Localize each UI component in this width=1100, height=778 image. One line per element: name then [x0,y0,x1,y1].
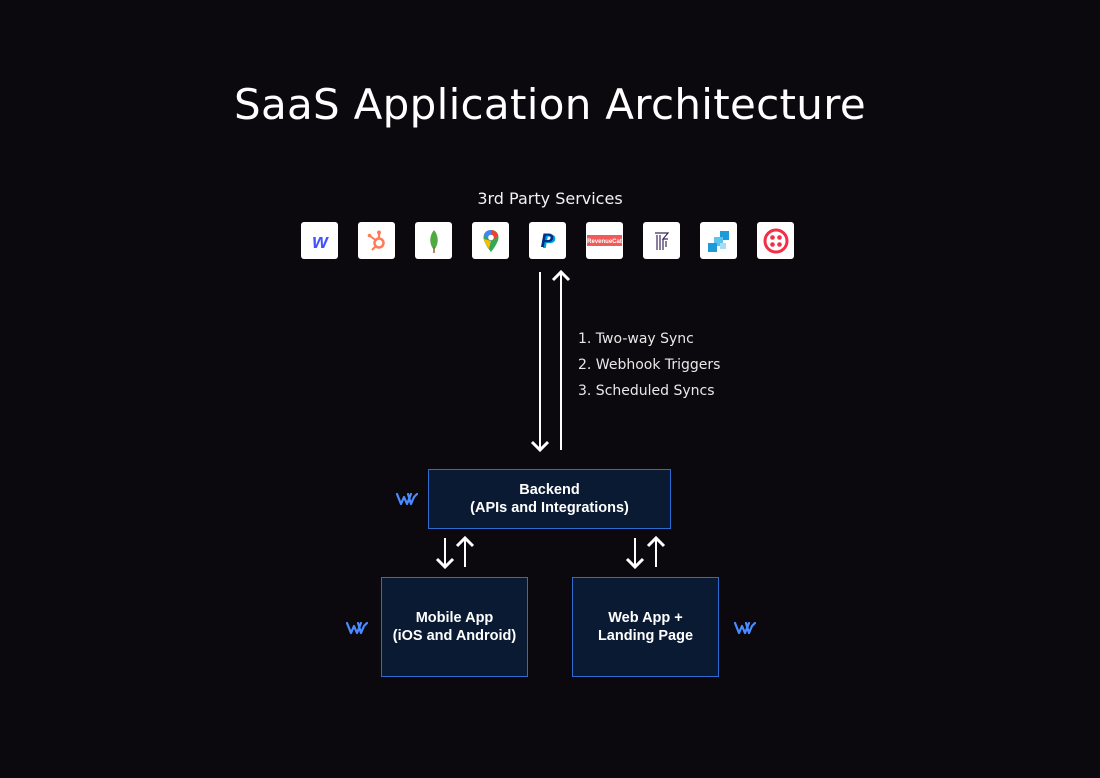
sync-steps-list: 1. Two-way Sync 2. Webhook Triggers 3. S… [578,326,720,404]
mongodb-icon [429,229,438,253]
web-app-box: Web App + Landing Page [572,577,719,677]
web-app-subtitle: Landing Page [597,628,694,644]
svg-text:RevenueCat: RevenueCat [587,239,622,245]
squares-logo [700,222,737,259]
svg-text:P: P [540,231,553,252]
backend-title: Backend [519,482,580,498]
mobile-app-title: Mobile App [415,610,494,626]
svg-text:P: P [542,232,555,253]
backend-mobile-arrows [435,535,475,570]
backend-box: Backend (APIs and Integrations) [428,469,671,529]
sync-step: 3. Scheduled Syncs [578,383,715,399]
revenuecat-logo: RevenueCat [586,222,623,259]
mongodb-logo [415,222,452,259]
google-maps-logo [472,222,509,259]
hubspot-icon [367,230,385,251]
backend-subtitle: (APIs and Integrations) [470,500,629,516]
squares-icon [707,230,729,252]
backend-web-arrows [625,535,666,570]
hubspot-logo [358,222,395,259]
google-maps-icon [483,229,498,252]
sync-step: 1. Two-way Sync [578,331,694,347]
services-backend-arrows [530,269,571,453]
twilio-logo [757,222,794,259]
sync-step: 2. Webhook Triggers [578,357,721,373]
svg-text:w: w [312,231,329,253]
webflow-badge-icon [396,492,418,506]
revenuecat-icon: RevenueCat [587,235,622,246]
webflow-badge-icon [346,621,368,635]
webflow-icon: w [312,231,329,253]
third-party-services-label: 3rd Party Services [477,189,623,208]
webflow-badge-icon [734,621,756,635]
third-party-logo-row: w P P [301,222,794,259]
webflow-logo: w [301,222,338,259]
web-app-title: Web App + [608,610,683,626]
mobile-app-box: Mobile App (iOS and Android) [381,577,528,677]
mobile-app-subtitle: (iOS and Android) [392,628,517,644]
paypal-icon: P P [540,231,555,253]
stripe-like-icon [654,231,669,250]
paypal-logo: P P [529,222,566,259]
page-title: SaaS Application Architecture [234,80,866,129]
stripe-like-logo [643,222,680,259]
twilio-icon [763,228,788,253]
